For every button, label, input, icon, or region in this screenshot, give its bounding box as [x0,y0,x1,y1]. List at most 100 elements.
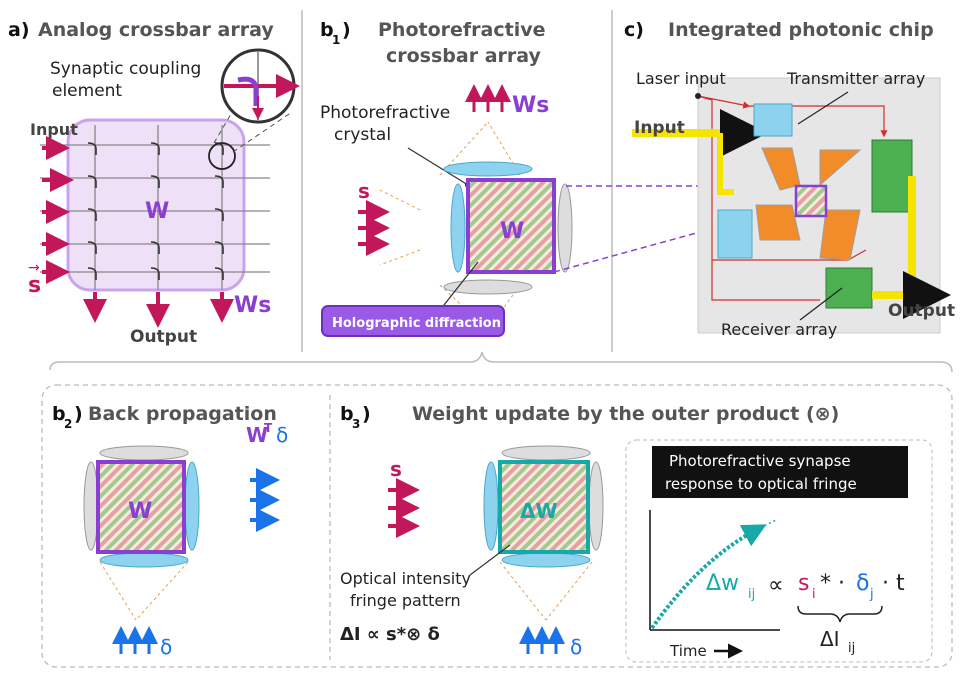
fringe-label-1: Optical intensity [340,569,471,588]
star-dot: * · [820,571,845,596]
holographic-matrix-badge [321,305,505,337]
s-input-b1: s [358,179,370,203]
panel-c-label: c) [624,19,644,41]
brace-connector [49,351,953,373]
panel-a-title: Analog crossbar array [38,19,274,41]
crystal-b3 [498,460,590,554]
panel-b1-title-1: Photorefractive [378,19,545,41]
svg-text:): ) [74,403,83,425]
crossbar-grid [40,125,270,290]
panel-b3: b 3 ) Weight update by the outer product… [340,403,933,663]
wt-sup: T [264,421,273,435]
synapse-title-bg [652,446,908,498]
output-arrows-up [465,84,511,112]
panel-b1: b 1 ) Photorefractive crossbar array Ws … [320,19,701,337]
delta-j-sub: j [869,587,874,602]
delta-input-b2: δ [160,635,172,659]
transmitter-label: Transmitter array [786,69,925,88]
panel-b3-sub: 3 [352,417,360,431]
transmitter-top [753,103,793,137]
panel-a-label: a) [8,19,30,41]
output-label-c: Output [888,301,955,321]
fringe-label-2: fringe pattern [350,591,461,610]
dw-ij: Δw [706,571,739,596]
delta-input-b3: δ [570,635,582,659]
panel-b3-title: Weight update by the outer product (⊗) [412,403,839,425]
receiver-label: Receiver array [721,320,837,339]
panel-b1-label: b [320,19,334,41]
lens-top [443,161,533,177]
s-vector-arrow: → [28,260,40,276]
si-sub: i [812,587,816,602]
synapse-title-2: response to optical fringe [665,475,857,493]
lens-left [450,183,466,273]
delta-input-arrows-b3 [519,626,565,654]
crystal-b2 [96,460,186,554]
wt-label: W [246,423,268,447]
chip-crystal [794,184,828,218]
s-input-b3: s [390,457,402,481]
panel-b3-label: b [340,403,354,425]
laser-input-label: Laser input [636,69,726,88]
zoom-coupling-element [237,76,259,106]
transmitter-left [717,209,753,259]
crystal-label-1: Photorefractive [320,103,450,123]
input-arrows-b3 [388,478,420,538]
optical-paths [755,147,862,261]
input-arrows-b1 [358,200,390,256]
input-label-c: Input [634,118,685,138]
svg-text:): ) [362,403,371,425]
panel-c-title: Integrated photonic chip [668,19,934,41]
backprop-input-arrows [112,626,158,654]
receiver-bottom [825,267,873,309]
panel-b2-sub: 2 [64,417,72,431]
crystal-label-2: crystal [334,125,391,145]
synapse-title-1: Photorefractive synapse [669,452,851,470]
backprop-output-arrows [250,468,280,532]
lens-bottom [443,279,533,295]
panel-c: c) Integrated photonic chip Laser input … [624,19,955,339]
delta-i-ij-sub: ij [848,641,855,656]
svg-text:): ) [342,19,351,41]
delta-w: ΔW [520,499,558,523]
s-vector: s [28,273,41,298]
panel-b1-title-2: crossbar array [386,45,542,67]
highlight-circle [208,142,236,170]
ws-vector: Ws [234,293,271,318]
panel-b2-label: b [52,403,66,425]
panel-b1-sub: 1 [332,33,340,47]
ws-output: Ws [512,93,549,118]
panel-a: a) Analog crossbar array Synaptic coupli… [8,19,300,347]
time-label: Time [669,642,707,660]
proportional: ∝ [768,573,784,598]
panel-b2-title: Back propagation [88,403,277,425]
coupling-elements [87,142,224,280]
fringe-formula: ΔI ∝ s*⊗ δ [340,624,440,645]
panel-b2: b 2 ) Back propagation W W T δ δ [52,403,288,659]
si: s [798,571,809,596]
output-arrows [83,292,234,328]
dashed-link-bottom [553,231,701,273]
matrix-w-b1: W [500,219,524,244]
dot-t: · t [882,571,905,596]
input-arrows [42,136,74,284]
response-curve [650,524,767,630]
dw-ij-sub: ij [748,587,755,602]
photorefractive-crystal [466,178,556,274]
output-label: Output [130,327,197,347]
matrix-w: W [145,199,169,224]
callout-text-1: Synaptic coupling [50,59,201,79]
holographic-matrix-label: Holographic diffraction matrix [332,316,554,331]
delta-j: δ [856,571,869,596]
receiver-right [871,139,913,213]
matrix-w-b2: W [128,499,152,524]
callout-text-2: element [52,81,122,101]
delta-i-ij: ΔI [820,627,840,651]
bottom-dashed-frame [41,384,953,668]
underbrace [797,605,883,623]
lens-right [557,183,573,273]
zoom-line-2 [232,111,293,153]
input-label: Input [30,120,78,139]
wt-delta: δ [276,423,288,447]
